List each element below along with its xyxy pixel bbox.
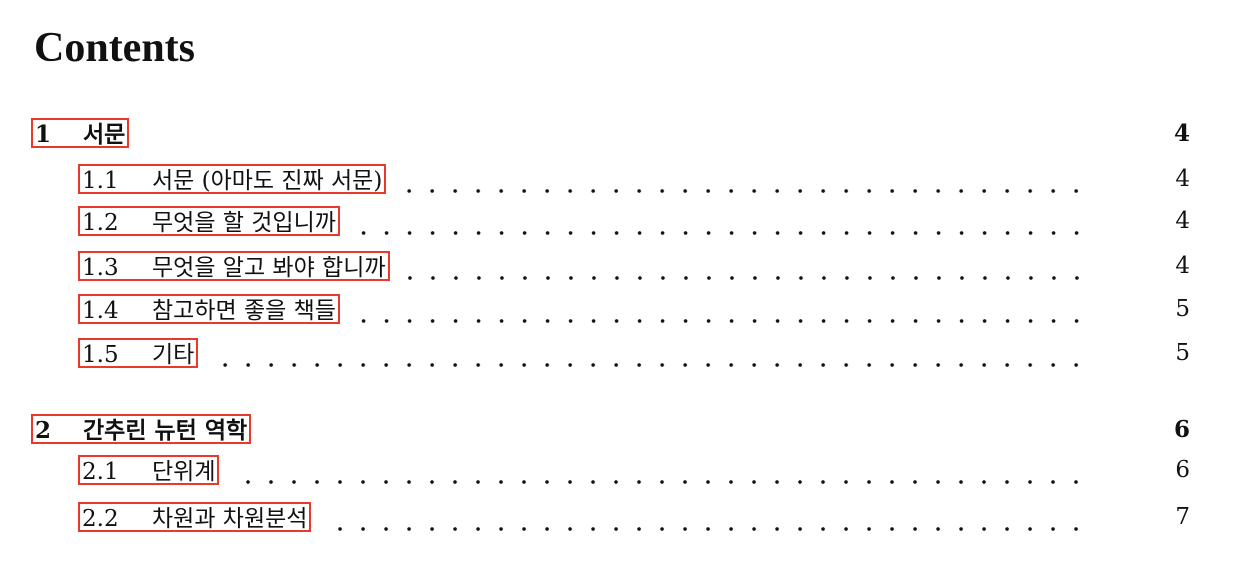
page-number: 6	[1175, 457, 1190, 483]
page-number: 4	[1175, 208, 1190, 234]
toc-link[interactable]: 1.4 참고하면 좋을 책들	[78, 294, 340, 324]
entry-label: 단위계	[152, 459, 216, 485]
entry-label: 기타	[152, 342, 195, 368]
entry-number: 1.3	[82, 255, 119, 281]
entry-number: 2	[35, 417, 52, 444]
entry-number: 2.1	[82, 459, 119, 485]
page-number: 4	[1173, 119, 1190, 147]
page-number: 6	[1173, 415, 1190, 443]
page-number: 4	[1175, 253, 1190, 279]
page-title: Contents	[34, 25, 196, 71]
toc-subsection-row: 1.4 참고하면 좋을 책들 5	[0, 292, 1244, 326]
leader-dots	[206, 336, 1088, 370]
toc-subsection-row: 1.5 기타 5	[0, 336, 1244, 370]
toc-link[interactable]: 2.2 차원과 차원분석	[78, 502, 312, 532]
leader-dots	[397, 249, 1088, 283]
toc-subsection-row: 1.2 무엇을 할 것입니까 4	[0, 204, 1244, 238]
entry-label: 서문 (아마도 진짜 서문)	[152, 168, 383, 194]
page-number: 5	[1175, 296, 1190, 322]
entry-label: 서문	[83, 121, 126, 148]
toc-link[interactable]: 1 서문	[31, 118, 130, 148]
entry-number: 1	[35, 121, 52, 148]
entry-number: 1.4	[82, 298, 119, 324]
toc-link[interactable]: 1.5 기타	[78, 338, 199, 368]
toc-link[interactable]: 1.2 무엇을 할 것입니까	[78, 206, 340, 236]
toc-section-row: 1 서문 4	[0, 116, 1244, 150]
toc-link[interactable]: 2.1 단위계	[78, 455, 220, 485]
toc-subsection-row: 2.1 단위계 6	[0, 453, 1244, 487]
toc-link[interactable]: 2 간추린 뉴턴 역학	[31, 414, 252, 444]
entry-number: 1.2	[82, 210, 119, 236]
entry-label: 차원과 차원분석	[152, 506, 308, 532]
entry-label: 무엇을 할 것입니까	[152, 210, 336, 236]
toc-section-row: 2 간추린 뉴턴 역학 6	[0, 412, 1244, 446]
toc-subsection-row: 1.1 서문 (아마도 진짜 서문) 4	[0, 162, 1244, 196]
leader-dots	[394, 162, 1088, 196]
leader-dots	[347, 292, 1088, 326]
leader-dots	[227, 453, 1088, 487]
toc-subsection-row: 1.3 무엇을 알고 봐야 합니까 4	[0, 249, 1244, 283]
page-number: 4	[1175, 166, 1190, 192]
entry-number: 1.5	[82, 342, 119, 368]
entry-number: 2.2	[82, 506, 119, 532]
entry-label: 무엇을 알고 봐야 합니까	[152, 255, 386, 281]
entry-label: 참고하면 좋을 책들	[152, 298, 336, 324]
page-number: 7	[1175, 504, 1190, 530]
leader-dots	[319, 500, 1088, 534]
entry-label: 간추린 뉴턴 역학	[83, 417, 248, 444]
leader-dots	[347, 204, 1088, 238]
page-number: 5	[1175, 340, 1190, 366]
entry-number: 1.1	[82, 168, 119, 194]
toc-link[interactable]: 1.1 서문 (아마도 진짜 서문)	[78, 164, 387, 194]
toc-link[interactable]: 1.3 무엇을 알고 봐야 합니까	[78, 251, 390, 281]
toc-subsection-row: 2.2 차원과 차원분석 7	[0, 500, 1244, 534]
